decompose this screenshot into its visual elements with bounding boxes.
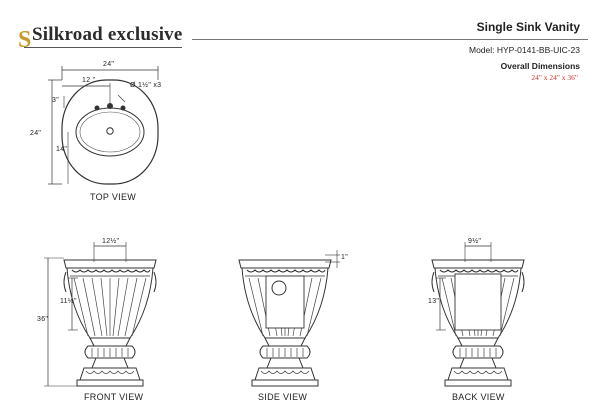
top-back-dim: 3" <box>52 97 59 104</box>
brand-underline <box>24 47 182 48</box>
overall-dimensions-title: Overall Dimensions <box>500 61 580 71</box>
top-view-drawing <box>48 66 159 185</box>
sheet-title: Single Sink Vanity <box>476 20 580 34</box>
side-top-dim: 1" <box>341 254 348 261</box>
top-front-dim: 14" <box>56 146 68 153</box>
top-width-dim: 24" <box>103 61 115 68</box>
front-height-dim: 36" <box>37 316 49 323</box>
brand-mark-icon: S <box>18 27 32 53</box>
back-side-dim: 13" <box>428 298 440 305</box>
top-depth-dim: 24" <box>30 130 42 137</box>
front-view-drawing <box>44 242 157 387</box>
front-top-dim: 12½" <box>102 238 120 245</box>
front-side-dim: 11½" <box>60 298 77 305</box>
back-view-label: BACK VIEW <box>452 392 505 402</box>
side-view-label: SIDE VIEW <box>258 392 308 402</box>
brand-name: Silkroad exclusive <box>32 24 183 45</box>
top-view-label: TOP VIEW <box>90 192 137 202</box>
back-top-dim: 9½" <box>468 238 482 245</box>
back-view-drawing <box>431 242 525 387</box>
top-hole-dim: Ø 1½" x3 <box>130 82 162 89</box>
front-view-label: FRONT VIEW <box>84 392 144 402</box>
top-offset-dim: 12 " <box>82 77 96 84</box>
model-number: Model: HYP-0141-BB-UIC-23 <box>468 45 580 55</box>
brand-logo: S Silkroad exclusive <box>10 14 183 52</box>
overall-dimensions-value: 24" x 24" x 36" <box>531 73 578 82</box>
header-divider <box>192 39 588 40</box>
side-view-drawing <box>238 250 340 387</box>
